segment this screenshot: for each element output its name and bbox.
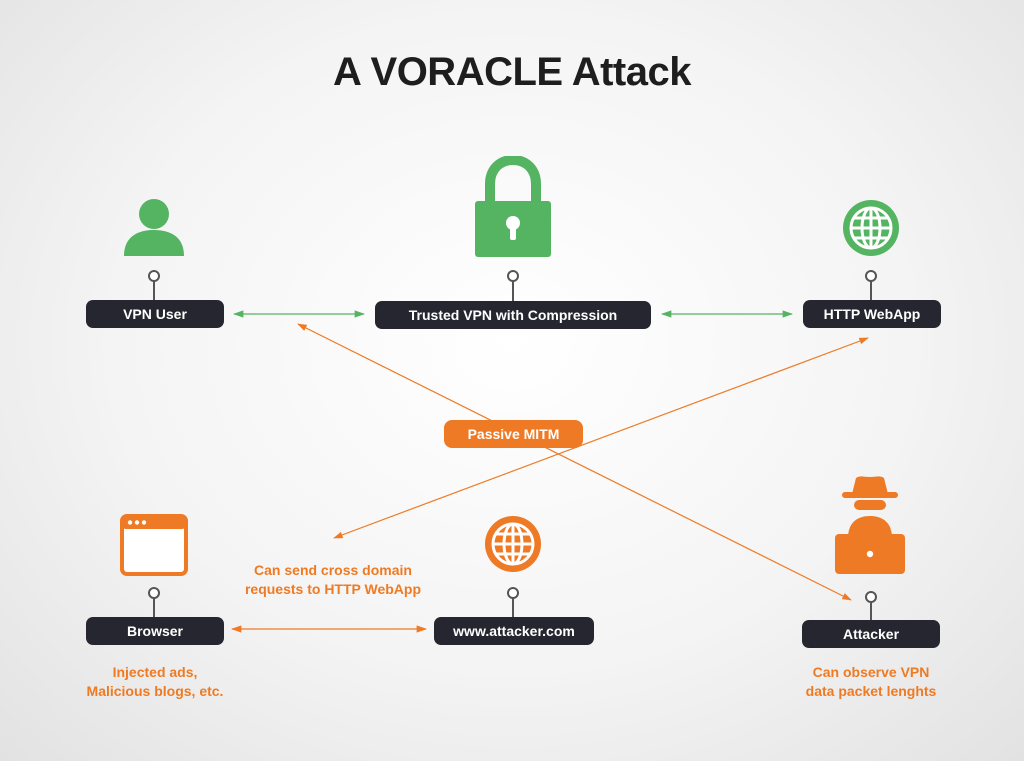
user-icon <box>122 198 186 263</box>
pin-stem <box>153 596 155 617</box>
pin-stem <box>870 281 872 301</box>
mitm-observation-line <box>297 323 852 601</box>
node-browser: Browser <box>86 617 224 645</box>
pin-ring <box>865 270 877 282</box>
node-attacker: Attacker <box>802 620 940 648</box>
pin-ring <box>148 270 160 282</box>
pin-ring <box>507 587 519 599</box>
pin-stem <box>512 281 514 301</box>
browser-window-icon <box>120 514 188 581</box>
pin-stem <box>512 596 514 617</box>
cross-domain-request-line <box>333 337 869 539</box>
note-line: Injected ads, <box>112 664 198 680</box>
note-line: Can observe VPN <box>812 664 930 680</box>
globe-icon <box>483 514 543 579</box>
pin-stem <box>870 600 872 621</box>
node-attacker-site: www.attacker.com <box>434 617 594 645</box>
note-line: Malicious blogs, etc. <box>86 683 224 699</box>
padlock-icon <box>473 154 553 263</box>
cross-domain-note: Can send cross domain requests to HTTP W… <box>226 561 440 599</box>
passive-mitm-badge: Passive MITM <box>444 420 583 448</box>
note-line: Can send cross domain <box>254 562 412 578</box>
note-line: requests to HTTP WebApp <box>244 581 422 597</box>
node-http-webapp: HTTP WebApp <box>803 300 941 328</box>
pin-stem <box>153 281 155 301</box>
globe-icon <box>841 198 901 263</box>
attacker-note: Can observe VPN data packet lenghts <box>776 663 966 701</box>
hacker-with-laptop-icon <box>832 472 908 583</box>
note-line: data packet lenghts <box>805 683 937 699</box>
node-vpn-user: VPN User <box>86 300 224 328</box>
node-trusted-vpn: Trusted VPN with Compression <box>375 301 651 329</box>
diagram-title: A VORACLE Attack <box>333 50 691 94</box>
pin-ring <box>148 587 160 599</box>
browser-note: Injected ads, Malicious blogs, etc. <box>44 663 266 701</box>
pin-ring <box>507 270 519 282</box>
pin-ring <box>865 591 877 603</box>
